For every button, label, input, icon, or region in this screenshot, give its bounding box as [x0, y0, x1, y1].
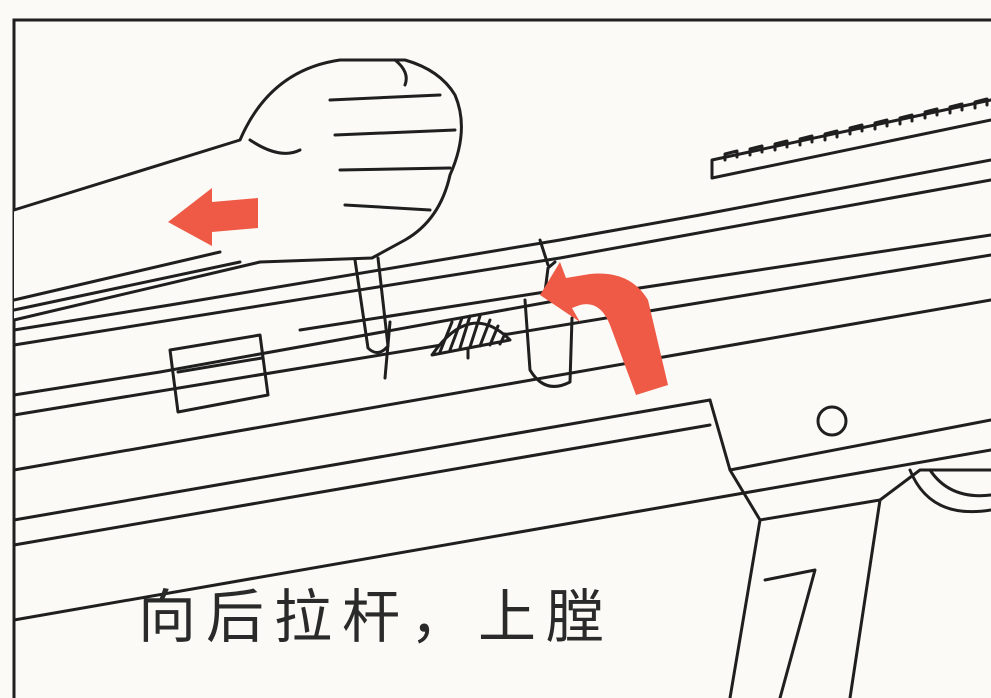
knurled-knob — [430, 314, 512, 360]
charging-handle — [353, 256, 390, 354]
instruction-caption: 向后拉杆，上膛 — [138, 583, 615, 651]
chamber-arrow-icon — [540, 262, 668, 395]
pull-back-arrow-icon — [168, 188, 258, 246]
picatinny-rail — [710, 97, 991, 180]
hand — [12, 58, 463, 322]
rifle-receiver — [12, 158, 991, 472]
lower-receiver — [12, 398, 991, 622]
pistol-grip — [728, 468, 991, 698]
bolt-carrier — [168, 238, 574, 414]
